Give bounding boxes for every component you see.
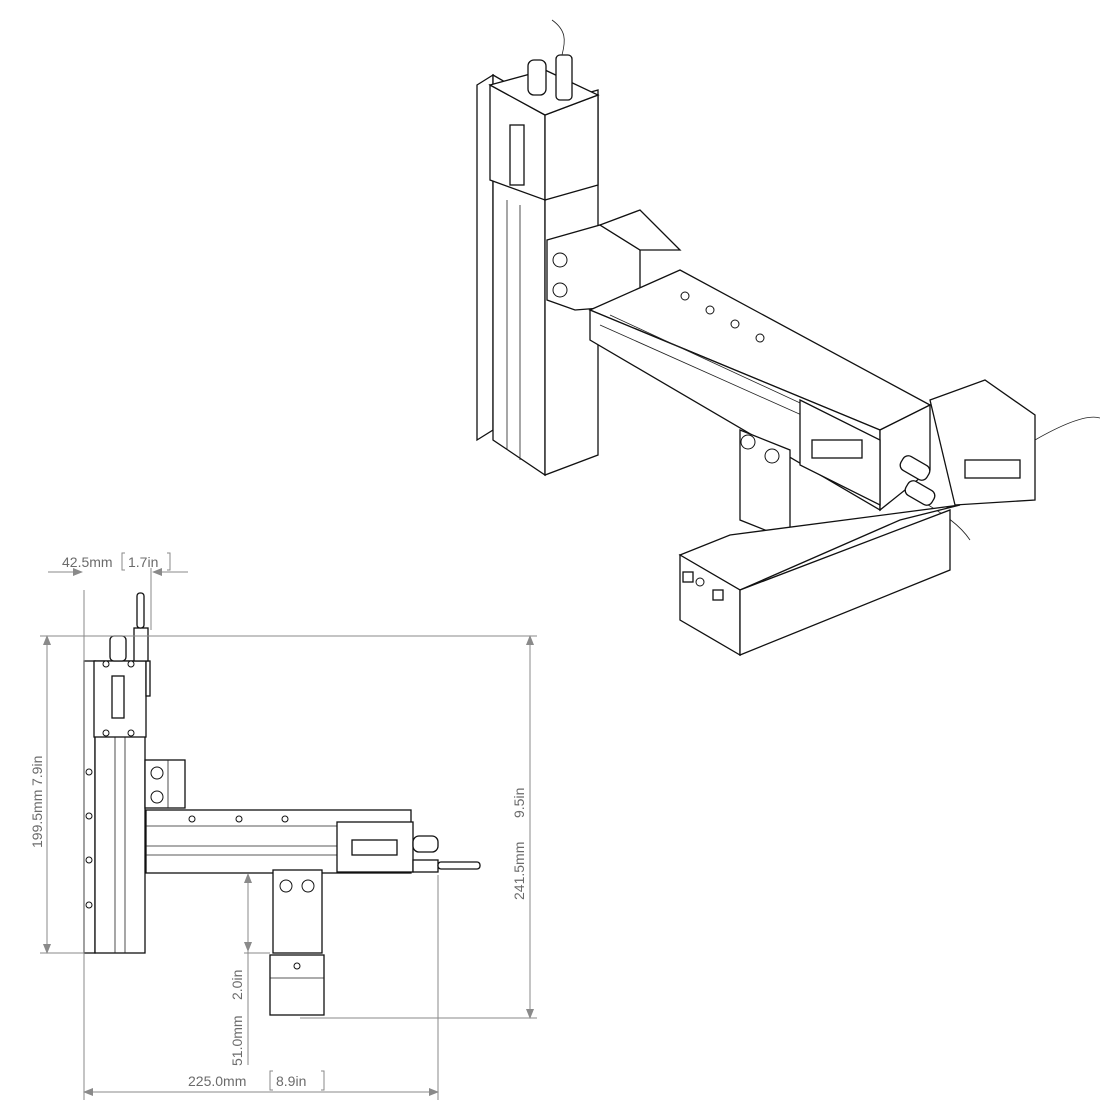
dim-width-total-value: 225.0mm — [188, 1073, 246, 1089]
connector — [133, 627, 149, 662]
cable — [136, 592, 145, 629]
dim-width-top-alt: 1.7in — [128, 554, 158, 570]
logo-plate — [111, 675, 125, 719]
dim-height-left-value: 199.5mm — [29, 790, 45, 848]
dim-drop-value: 51.0mm — [229, 1015, 245, 1066]
side-view — [83, 592, 481, 1016]
connector — [109, 635, 127, 662]
dim-width-total-alt: 8.9in — [276, 1073, 306, 1089]
dim-height-total-value: 241.5mm — [511, 842, 527, 900]
dim-width-top-value: 42.5mm — [62, 554, 113, 570]
isometric-view — [476, 19, 1100, 657]
logo-plate — [351, 839, 398, 856]
cable — [437, 861, 481, 870]
dim-height-left-alt: 7.9in — [29, 756, 45, 786]
logo-plate — [509, 124, 525, 186]
logo-plate — [811, 439, 863, 459]
logo-plate — [964, 459, 1021, 479]
dim-drop-alt: 2.0in — [229, 970, 245, 1000]
connector — [412, 835, 439, 853]
dim-height-total-alt: 9.5in — [511, 788, 527, 818]
connector — [412, 859, 439, 873]
dimensions: 42.5mm 1.7in 199.5mm 7.9in 241.5mm 9.5in… — [29, 552, 537, 1100]
